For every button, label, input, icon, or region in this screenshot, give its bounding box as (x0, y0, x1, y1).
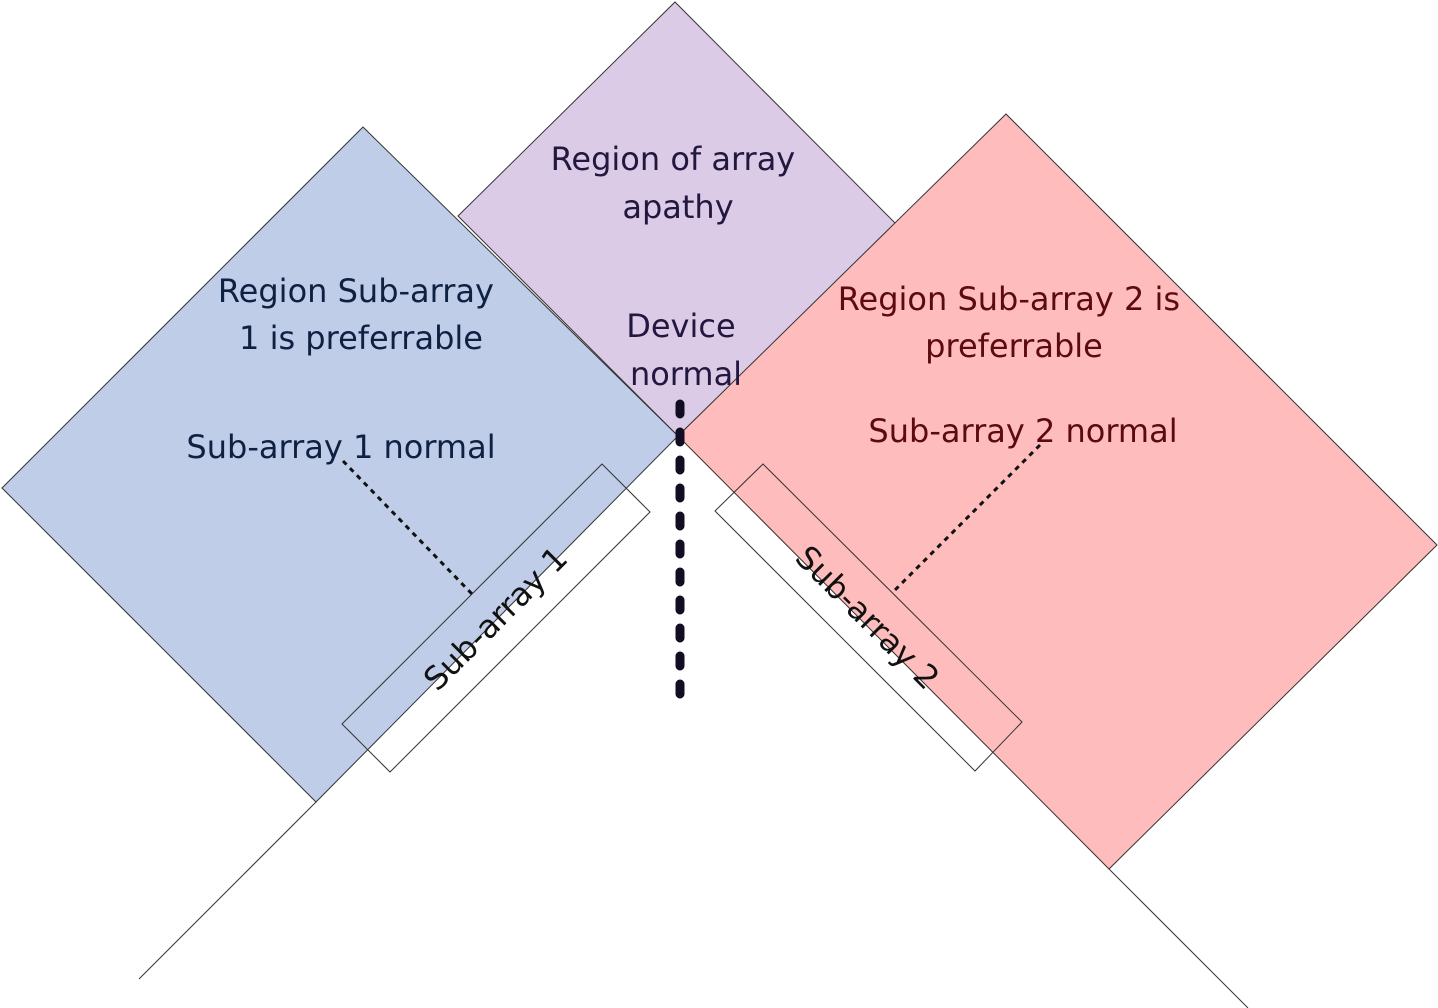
sub-array-2-normal-label: Sub-array 2 normal (868, 412, 1177, 450)
sub-array-2-rect (714, 463, 1023, 772)
sub-array-2-normal-line (891, 443, 1042, 594)
device-normal-label: Device normal (626, 307, 746, 393)
region-sub-array-1-label: Region Sub-array 1 is preferrable (218, 272, 504, 357)
region-sub-array-2-label: Region Sub-array 2 is preferrable (838, 280, 1191, 365)
sub-array-1-normal-line (341, 459, 474, 596)
left-boundary-line (138, 801, 317, 980)
right-boundary-line (1108, 868, 1249, 1008)
sub-array-1-rect (341, 463, 651, 773)
sub-array-1-normal-label: Sub-array 1 normal (186, 428, 495, 466)
region-apathy-label: Region of array apathy (551, 140, 806, 226)
